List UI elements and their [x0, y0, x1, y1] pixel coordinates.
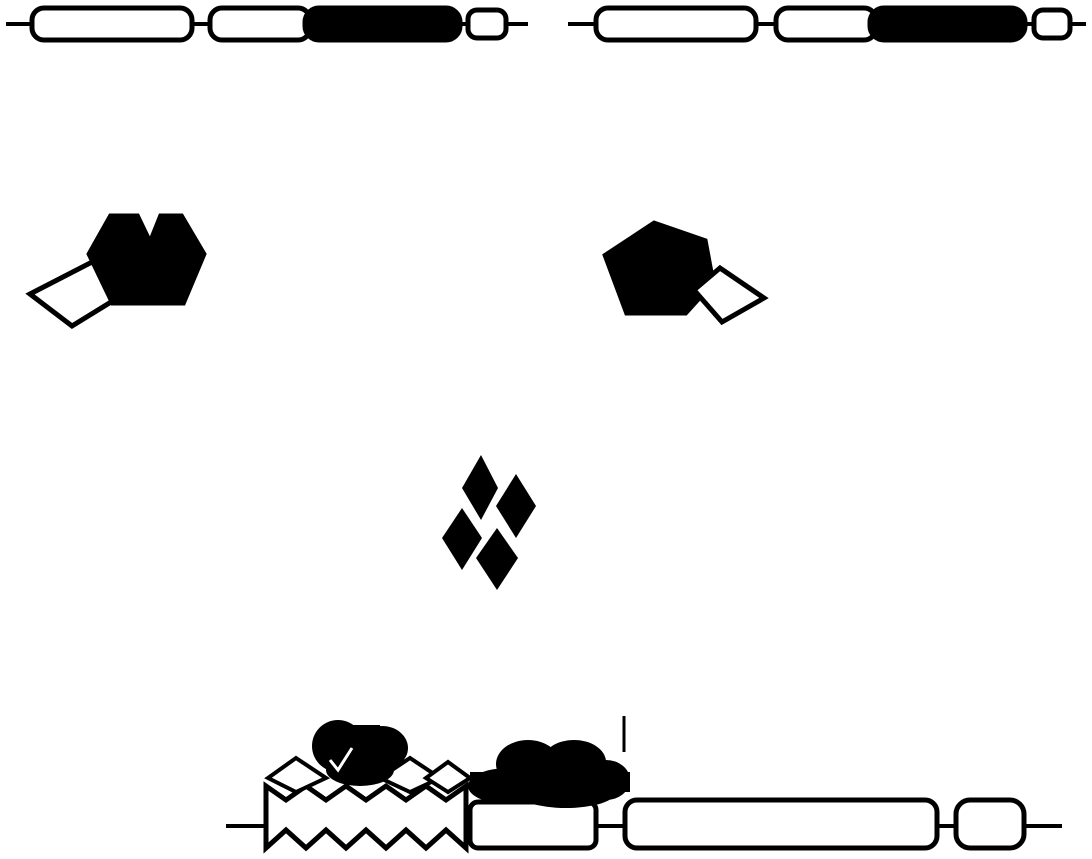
complex-left: [30, 215, 205, 326]
long-open-box: [625, 800, 937, 848]
filled-pentagon: [604, 222, 714, 314]
open-box: [210, 8, 310, 40]
bound-construct-bottom: [226, 716, 1062, 848]
small-open-box: [468, 10, 506, 38]
filled-diamond: [496, 474, 536, 538]
construct-top-right: [568, 8, 1086, 40]
construct-top-left: [6, 8, 528, 40]
filled-blob-cluster: [468, 740, 630, 808]
filled-box: [305, 8, 460, 40]
filled-diamond: [442, 508, 482, 570]
filled-diamond: [462, 455, 498, 520]
complex-right: [604, 222, 764, 322]
zigzag-block: [266, 786, 466, 848]
small-open-box: [1034, 10, 1070, 38]
small-open-box: [956, 800, 1024, 848]
open-box: [32, 8, 192, 40]
filled-notched-hexagon: [88, 215, 205, 304]
open-diamond: [268, 758, 326, 792]
diamond-cluster: [442, 455, 536, 590]
open-box: [776, 8, 876, 40]
filled-box: [870, 8, 1025, 40]
open-box: [470, 802, 596, 848]
open-box: [596, 8, 756, 40]
filled-diamond: [476, 528, 518, 590]
